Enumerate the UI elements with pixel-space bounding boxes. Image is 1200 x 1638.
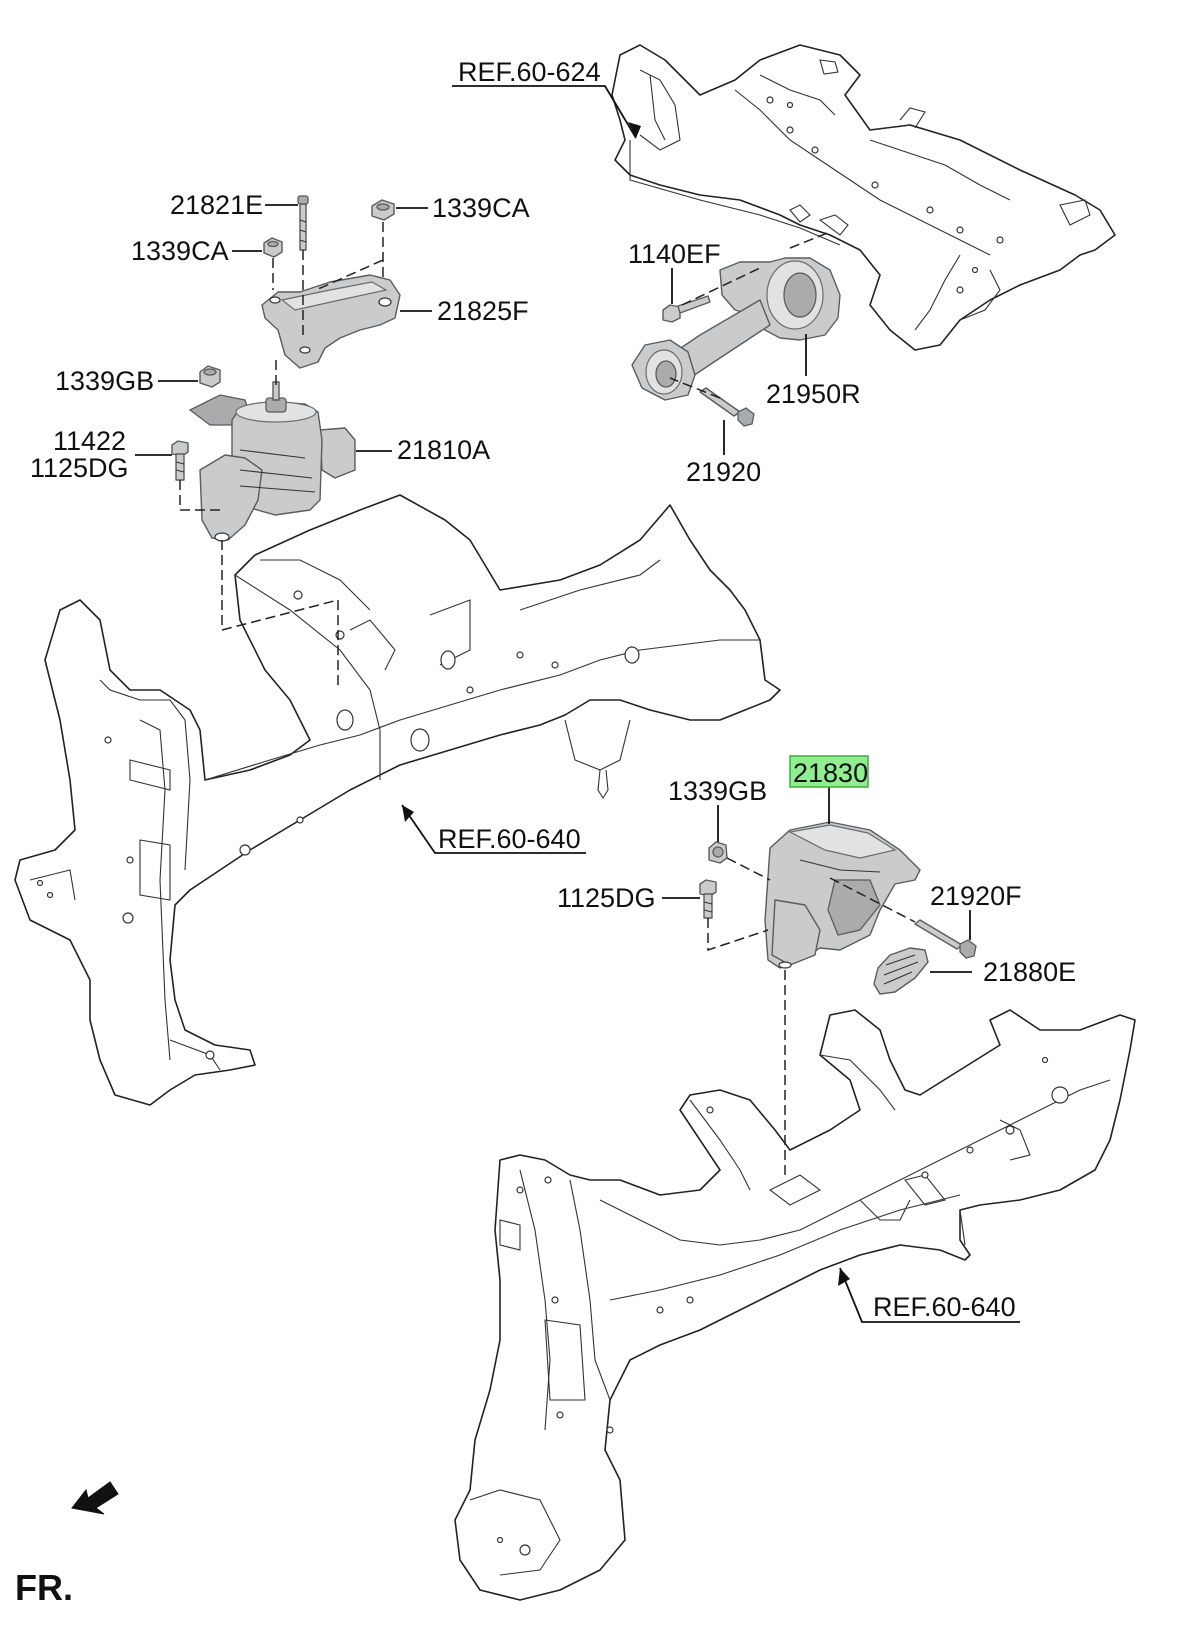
highlight-box-21830 [789, 755, 869, 788]
label-1339CA-right: 1339CA [432, 193, 530, 223]
bolt-21920F [914, 919, 977, 959]
label-ref-60-624: REF.60-624 [458, 57, 601, 87]
bolt-11422-1125DG-top [171, 440, 189, 481]
label-ref-60-640-lower: REF.60-640 [873, 1292, 1016, 1322]
label-21880E: 21880E [983, 957, 1076, 987]
upper-side-member-frame [14, 494, 781, 1106]
bracket-21825F [261, 274, 401, 369]
label-11422: 11422 [53, 426, 126, 456]
label-21821E: 21821E [170, 190, 263, 220]
label-21830[interactable]: 21830 [793, 758, 868, 788]
front-direction-marker: FR. [15, 1481, 119, 1608]
bolt-21920 [699, 387, 755, 427]
label-1339GB-top: 1339GB [55, 366, 154, 396]
bolt-1140EF [662, 295, 711, 323]
lower-side-member-frame [454, 1009, 1136, 1601]
nut-1339GB-bottom [708, 841, 728, 864]
label-1125DG-bottom: 1125DG [557, 883, 656, 913]
torque-rod-21950R [631, 257, 841, 401]
transmission-mount-21830 [764, 821, 921, 969]
label-21825F: 21825F [437, 296, 529, 326]
nut-1339GB-top [199, 365, 221, 388]
label-21810A: 21810A [397, 435, 490, 465]
leader-lines [135, 85, 1020, 1323]
assembly-dashed-lines [179, 222, 916, 1175]
label-1339CA-left: 1339CA [131, 236, 229, 266]
label-21920F: 21920F [930, 881, 1022, 911]
nut-1339CA-left [263, 237, 283, 258]
label-21950R: 21950R [766, 379, 861, 409]
label-1125DG-top: 1125DG [30, 453, 129, 483]
part-labels: REF.60-624 21821E 1339CA 1339CA 21825F 1… [30, 57, 1076, 1322]
label-1339GB-bottom: 1339GB [668, 776, 767, 806]
label-21920: 21920 [686, 457, 761, 487]
front-label: FR. [15, 1567, 73, 1608]
label-ref-60-640-upper: REF.60-640 [438, 824, 581, 854]
nut-1339CA-right [371, 199, 395, 221]
front-arrow-icon [71, 1481, 119, 1515]
cover-21880E [873, 947, 929, 995]
bolt-21821E [297, 195, 309, 251]
bolt-1125DG-bottom [699, 879, 717, 919]
label-1140EF: 1140EF [628, 239, 721, 269]
front-subframe [611, 44, 1116, 351]
engine-mount-21810A [188, 381, 356, 542]
